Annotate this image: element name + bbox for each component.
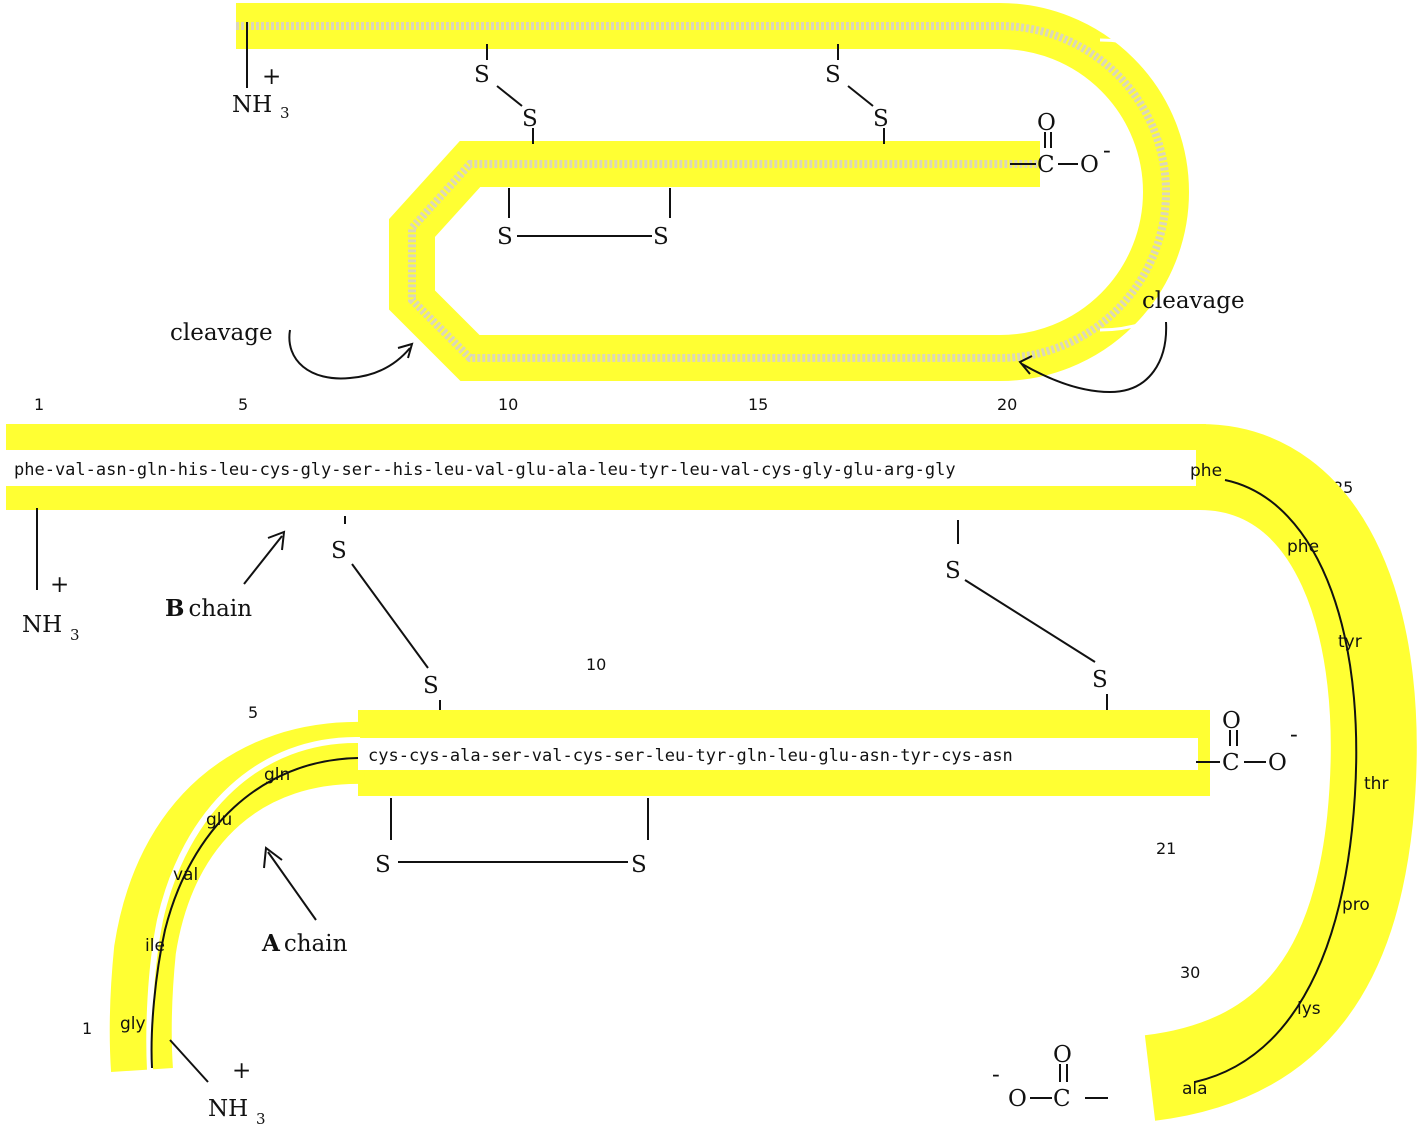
interchain-link-1 [351,563,429,669]
a-chain-tail-backbone [150,757,359,1069]
b-chain-number-1: 1 [34,395,44,414]
a-chain-residue-2: ile [145,936,165,956]
a11-sulfur: S [631,852,647,878]
a-chain-residue-3: val [173,865,198,885]
a-chain-tail-band [109,721,366,1073]
b-chain-label-letter: B [165,595,184,622]
a7-sulfur: S [423,673,439,699]
a-chain-label-word: chain [284,931,348,957]
b-chain-sequence-strip [6,450,1196,486]
a-chain-carboxyl-charge: - [1290,722,1298,748]
a-chain-residue-5: gln [264,765,290,785]
a-chain: 5 10 21 1 cys-cys-ala-ser-val-cys-ser-le… [82,655,1298,1128]
proinsulin-sulfur-1a: S [474,62,490,88]
a-chain-nh3-sub: 3 [256,1110,266,1128]
a-chain-number-5: 5 [248,703,258,722]
proinsulin-chain-texture [236,22,1170,362]
b-chain-number-30: 30 [1180,963,1200,982]
b19-sulfur: S [945,558,961,584]
b-chain-carboxyl-o1: O [1053,1042,1072,1068]
a-chain-label-arrow [267,851,317,921]
proinsulin-nh3-charge: + [262,64,281,90]
a-chain-carboxyl-o2: O [1268,750,1287,776]
a6-sulfur: S [375,852,391,878]
a-chain-residue-1: gly [120,1014,146,1034]
cleavage-label-right: cleavage [1142,288,1245,314]
b-chain-label-arrow [243,535,283,585]
a-chain-label-letter: A [261,930,281,957]
proinsulin-molecule: NH 3 + S S S S S S C O O - cleavage clea… [170,3,1247,394]
a-chain-carboxyl-o1: O [1222,708,1241,734]
b-chain-nh3-charge: + [50,572,69,598]
a-chain-nh3-charge: + [232,1058,251,1084]
proinsulin-nh3-sub: 3 [280,104,290,122]
cleavage-arrowhead-right [1018,355,1033,375]
b-chain-number-10: 10 [498,395,518,414]
interchain-link-2 [964,579,1096,663]
b-chain-nh3-sub: 3 [70,626,80,644]
proinsulin-carboxyl-o1: O [1037,110,1056,136]
b-chain-label-word: chain [188,596,252,622]
proinsulin-nh3: NH [232,92,272,118]
a-chain-sequence: cys-cys-ala-ser-val-cys-ser-leu-tyr-gln-… [368,746,1013,766]
b-chain-residue-28: pro [1342,895,1370,915]
b-chain-residue-26: tyr [1338,632,1362,652]
b-chain-number-5: 5 [238,395,248,414]
proinsulin-carboxyl-c: C [1037,152,1055,178]
a-chain-number-21: 21 [1156,839,1176,858]
proinsulin-ss-link-2 [847,85,874,107]
b-chain-label-arrowhead [267,530,286,551]
proinsulin-loop-highlight [1099,38,1247,332]
b-chain-carboxyl-c: C [1053,1086,1071,1112]
b-chain-number-15: 15 [748,395,768,414]
b-chain-residue-25: phe [1287,537,1319,557]
b-chain-residue-27: thr [1364,774,1388,794]
b-chain-tail-band [1144,424,1417,1121]
b-chain: 1 5 10 15 20 25 30 phe-val-asn-gln-his-l… [6,395,1417,1121]
proinsulin-carboxyl-o2: O [1080,152,1099,178]
proinsulin-chain-band [236,3,1189,381]
a-chain-label-arrowhead [263,846,283,869]
cleavage-arrow-right [1021,321,1168,394]
b-chain-residue-29: lys [1297,999,1321,1019]
proinsulin-sulfur-1b: S [522,106,538,132]
a-chain-number-1: 1 [82,1019,92,1038]
interchain-disulfides: S S S S [331,516,1108,716]
cleavage-label-left: cleavage [170,320,273,346]
a-chain-residue-4: glu [206,810,232,830]
b7-sulfur: S [331,538,347,564]
proinsulin-ss-link-1 [496,85,523,107]
proinsulin-carboxyl-charge: - [1103,138,1111,164]
a-chain-number-10: 10 [586,655,606,674]
proinsulin-sulfur-3b: S [653,224,669,250]
a-chain-nh3: NH [208,1096,248,1122]
a-chain-n-bond [169,1039,209,1083]
a-chain-tail-highlight [146,736,361,1071]
a-chain-sequence-strip [358,738,1198,770]
b-chain-residue-24: phe [1190,461,1222,481]
cleavage-arrow-left [288,329,411,380]
b-chain-carboxyl-charge: - [992,1062,1000,1088]
a20-sulfur: S [1092,667,1108,693]
a-chain-carboxyl-c: C [1222,750,1240,776]
b-chain-carboxyl-o2: O [1008,1086,1027,1112]
b-chain-residue-30: ala [1182,1079,1208,1099]
proinsulin-sulfur-2a: S [825,62,841,88]
b-chain-nh3: NH [22,612,62,638]
cleavage-arrowhead-left [397,342,414,359]
proinsulin-sulfur-3a: S [497,224,513,250]
b-chain-tail-backbone [1194,479,1358,1083]
proinsulin-sulfur-2b: S [873,106,889,132]
b-chain-number-20: 20 [997,395,1017,414]
b-chain-sequence: phe-val-asn-gln-his-leu-cys-gly-ser--his… [14,460,956,480]
